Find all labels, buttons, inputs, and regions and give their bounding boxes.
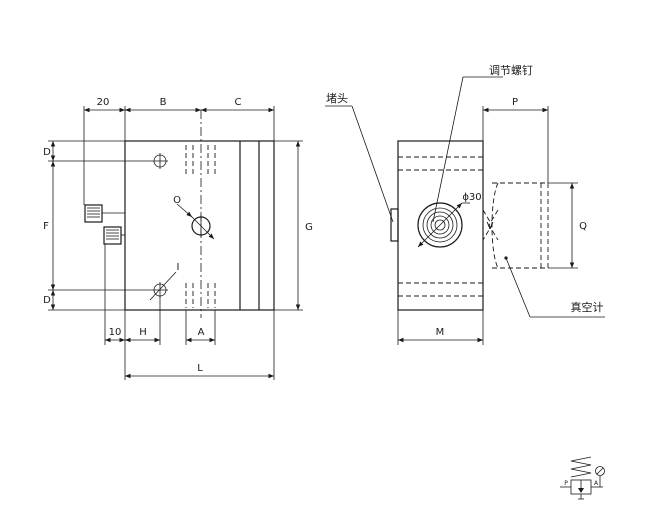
leader-o [176,203,193,218]
dim-b-label: B [160,97,167,108]
port-p-label: P [564,480,568,487]
dim-c-label: C [235,97,242,108]
front-view [84,110,275,318]
dim-o-label: O [173,195,181,206]
leader-i [149,271,177,301]
dim-h-label: H [139,327,147,338]
callout-adjust-screw: 调节螺钉 [489,64,533,77]
dim-10-label: 10 [109,327,122,338]
callout-plug: 堵头 [326,91,348,105]
side-dimensions: P Q M V [397,97,587,345]
side-body-outline [397,140,484,311]
front-dimensions: 20 B C D F D G O I [43,97,313,380]
leader-plug [351,105,394,223]
dim-v-label: V [487,221,494,232]
dim-q-label: Q [579,221,587,232]
lower-fitting [103,226,122,245]
side-view: ϕ30 [390,76,605,318]
dim-d-top-label: D [43,147,51,158]
upper-fitting [84,204,103,223]
dim-a-label: A [198,327,205,338]
callout-vacuum-gauge: 真空计 [571,300,604,314]
dim-d-bottom-label: D [43,295,51,306]
dim-20-label: 20 [97,97,110,108]
plug [390,208,399,242]
vacuum-gauge [491,182,499,269]
dim-m-label: M [436,327,445,338]
leader-vacuum-gauge [505,257,531,318]
port-a-label: A [594,480,599,487]
leader-adjust-screw [432,76,464,223]
gauge-needle [596,467,604,475]
gauge-icon [595,466,605,476]
dim-i-label: I [177,262,180,273]
dim-f-label: F [43,221,49,232]
dim-phi30-label: ϕ30 [462,192,481,203]
dim-p-label: P [512,97,518,108]
callouts: 堵头 调节螺钉 真空计 [325,64,604,314]
dim-l-label: L [197,363,203,374]
spring-icon [570,456,592,478]
dim-g-label: G [305,222,313,233]
front-body-outline [124,140,275,311]
pneumatic-symbol: P A [560,456,605,500]
v-port [488,209,499,241]
valve-arrow-icon [578,488,584,493]
dim-line-phi30 [417,202,463,248]
